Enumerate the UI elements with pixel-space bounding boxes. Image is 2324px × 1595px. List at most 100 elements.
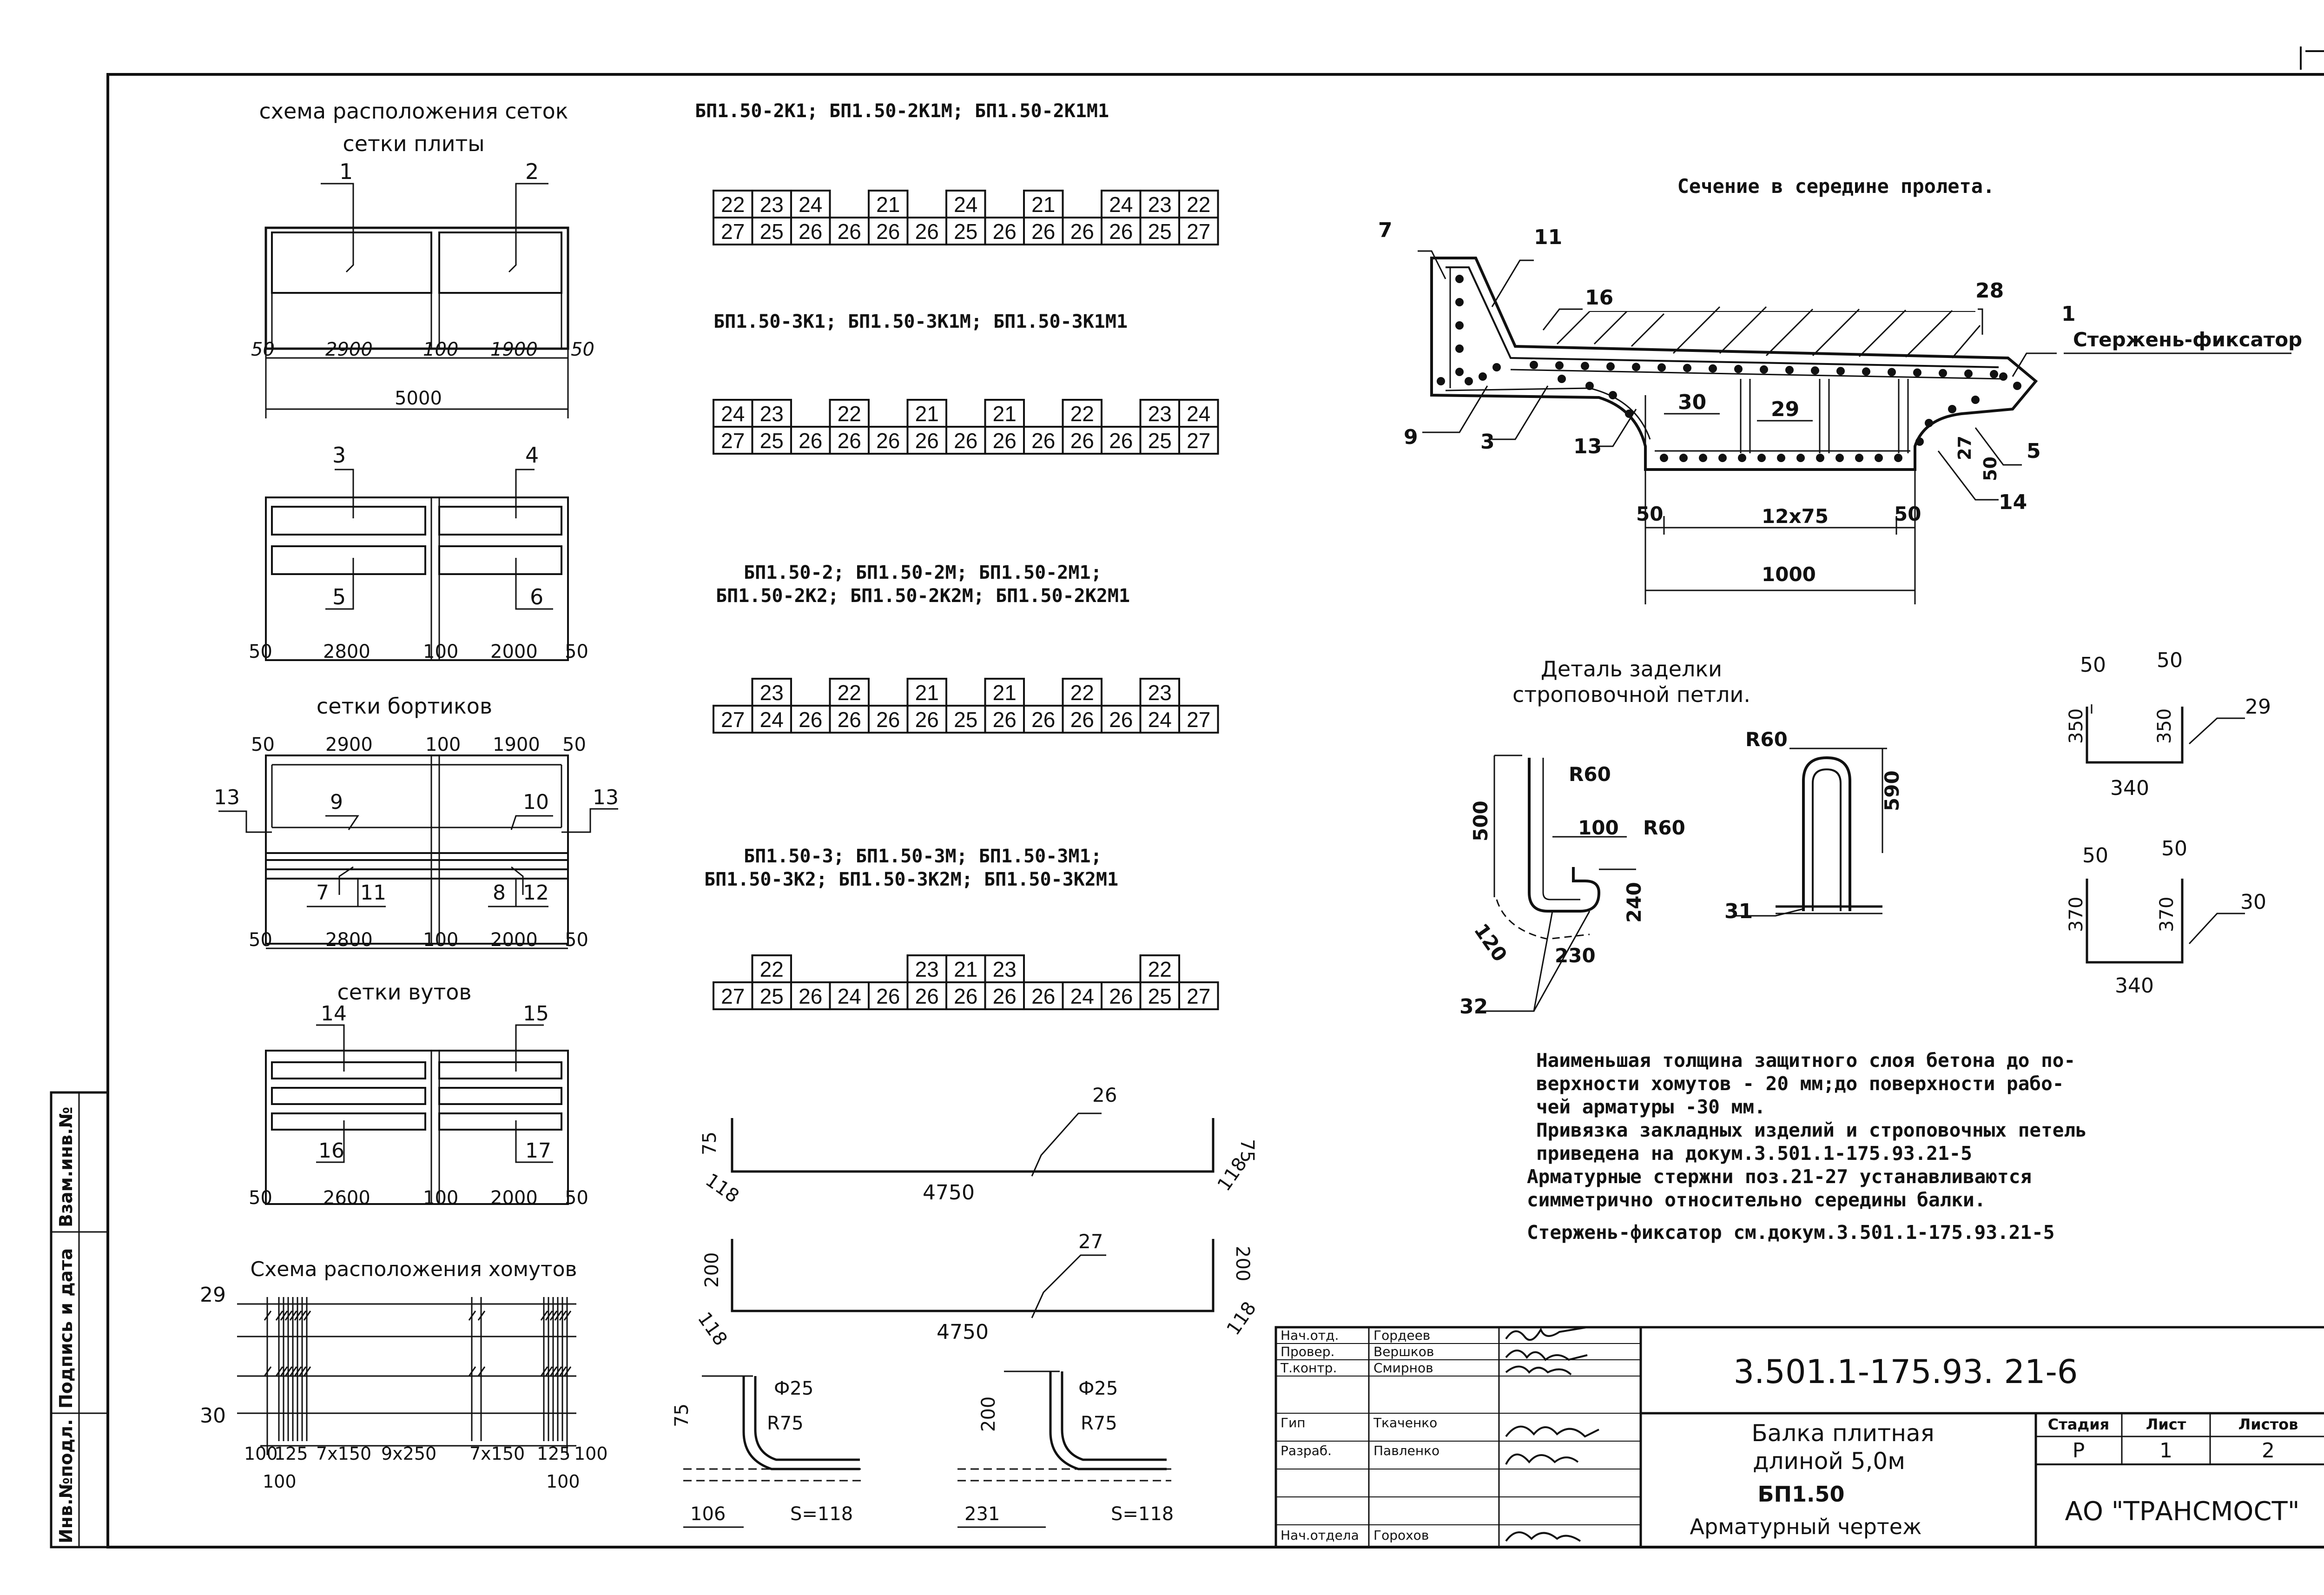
rebar-dot [1796,454,1805,462]
signatures [1505,1326,1599,1542]
rebar-dot [1585,382,1594,390]
grid-cell-label: 21 [915,402,939,426]
clamp29-h1: 350 [2066,708,2087,744]
dim2-50-b: 50 [565,641,588,662]
bend1-r: R75 [767,1413,804,1434]
haunch-mesh-title: сетки вутов [337,980,471,1005]
grid-cell-label: 26 [954,984,977,1008]
rebar-dot [1632,363,1640,371]
stirrup-mark [264,1297,272,1441]
stamp-name-7: Горохов [1373,1528,1429,1543]
grid-cell-label: 25 [760,429,784,453]
left-sidebar-stamp: Инв.№подл. Подпись и дата Взам.инв.№ [50,1091,109,1549]
mesh-num-1: 1 [339,159,353,184]
dim4-2000: 2000 [490,1187,538,1209]
stamp-role-2: Провер. [1281,1344,1334,1359]
title-line-2: длиной 5,0м [1753,1448,1905,1475]
section-num-29: 29 [1771,397,1799,421]
rebar-dot [1718,454,1727,462]
note-line-5: приведена на докум.3.501.1-175.93.21-5 [1536,1142,1972,1165]
rebar-dot [1455,368,1464,376]
grid-cell-label: 26 [799,984,822,1008]
grid-cell-label: 21 [1031,192,1055,217]
stirrup-mark [468,1297,476,1441]
stage-value: Р [2073,1439,2085,1463]
grid-cell-label: 26 [915,984,939,1008]
mesh-num-12: 12 [523,881,549,905]
rebar-dot [1862,367,1870,376]
section-num-7: 7 [1378,218,1393,242]
plate-mesh-title: сетки плиты [343,131,484,156]
dim3-50-a: 50 [251,734,275,755]
stamp-role-7: Нач.отдела [1281,1528,1359,1543]
mesh-num-11: 11 [360,881,386,905]
clamp-30: 50 50 370 370 340 30 [2066,837,2266,998]
loop-d120: 120 [1470,920,1512,966]
stirrup-mark [280,1297,288,1441]
loop-num-31: 31 [1724,900,1753,923]
clamp30-num: 30 [2240,890,2266,914]
grid-cell-label: 26 [993,984,1017,1008]
section-num-28: 28 [1975,279,2004,303]
dim-50-a: 50 [251,339,275,360]
rebar-dot [1479,372,1487,381]
stirrup-mark [294,1297,302,1441]
loop-d230: 230 [1555,944,1596,967]
section-num-9: 9 [1404,425,1418,449]
bar-27-s1: 118 [693,1308,731,1350]
rebar-dot [1437,377,1445,385]
grid-cell-label: 27 [1187,984,1210,1008]
clamp30-h1: 370 [2066,897,2087,932]
grid-header-5: БП1.50-3; БП1.50-3М; БП1.50-3М1; [744,846,1102,867]
stirrup-sp-5: 7x150 [469,1443,525,1464]
grid-cell-label: 26 [1109,429,1133,453]
section-dim-12x75: 12x75 [1762,505,1829,528]
dim3-50-b: 50 [562,734,586,755]
stirrup-num-29: 29 [200,1283,226,1307]
grid-header-6: БП1.50-3К2; БП1.50-3К2М; БП1.50-3К2М1 [704,869,1118,890]
grid-cell-label: 26 [799,219,822,244]
grid-cell-label: 26 [915,708,939,732]
rebar-dot [1836,367,1845,376]
grid-cell-label: 26 [1031,984,1055,1008]
grid-cell-label: 25 [760,219,784,244]
section-dim-50v: 50 [1980,457,2000,481]
grid-cell-label: 22 [1187,192,1210,217]
grid-cell-label: 26 [1109,708,1133,732]
sheets-value: 2 [2262,1439,2275,1463]
note-line-2: верхности хомутов - 20 мм;до поверхности… [1536,1072,2064,1095]
clamp-29: 50 50 350 350 340 29 [2066,649,2271,800]
rebar-dot [1888,368,1896,377]
clamp29-b: 50 [2157,649,2183,672]
section-dim-50a: 50 [1636,503,1663,525]
grid-cell-label: 25 [1148,984,1172,1008]
sheet-header: Лист [2146,1416,2186,1433]
mesh-num-10: 10 [523,790,549,814]
clamp29-w: 340 [2110,776,2149,800]
grid-cell-label: 26 [1070,708,1094,732]
stamp-role-5: Разраб. [1281,1443,1332,1458]
dim2-100: 100 [423,641,458,662]
stage-header: Стадия [2048,1416,2109,1433]
dim3-2800: 2800 [325,929,373,951]
rebar-dot [1999,372,2007,381]
grid-cell-label: 23 [760,192,784,217]
mesh-num-6: 6 [530,584,543,609]
stirrup-scheme-diagram: 29 30 100 125 7x150 9x250 7x150 125 100 … [200,1283,608,1492]
stirrup-mark [298,1297,307,1441]
bar-26-h1: 75 [699,1132,720,1155]
grid-cell-label: 21 [954,957,977,981]
dim4-50-a: 50 [249,1187,272,1209]
title-line-3: БП1.50 [1757,1482,1844,1507]
loop-r60-b: R60 [1643,816,1685,839]
mesh-num-16: 16 [318,1139,344,1163]
clamp29-num: 29 [2245,695,2271,719]
dim3-2900: 2900 [325,734,373,755]
rebar-dot [1465,377,1473,385]
bend1-h: 75 [671,1403,693,1427]
loop-d100: 100 [1578,816,1619,839]
rebar-dot [1530,361,1538,369]
grid-cell-label: 26 [1031,219,1055,244]
stirrup-sp-b1: 100 [263,1471,297,1492]
